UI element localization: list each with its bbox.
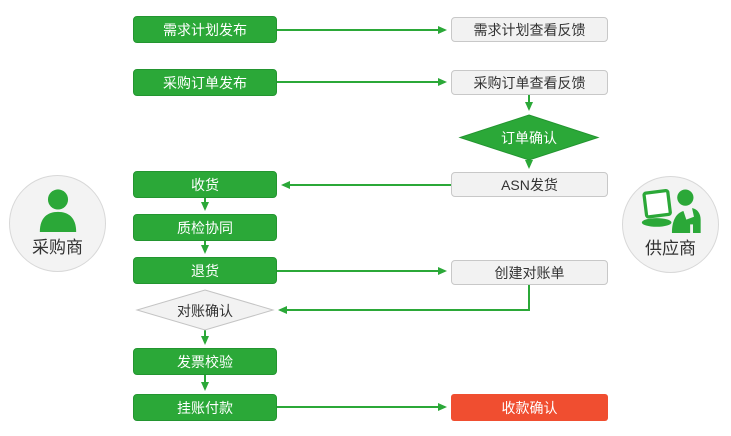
arrow-statement-to-confirm-elbow [278,285,530,314]
node-payment: 挂账付款 [133,394,277,421]
purchaser-label: 采购商 [32,238,83,257]
node-return-goods: 退货 [133,257,277,284]
statement-confirm-diamond [135,289,275,331]
node-demand-plan-feedback: 需求计划查看反馈 [451,17,608,42]
node-quality-collab: 质检协同 [133,214,277,241]
node-po-publish: 采购订单发布 [133,69,277,96]
person-laptop-icon [641,189,701,233]
node-po-feedback: 采购订单查看反馈 [451,70,608,95]
supplier-badge: 供应商 [622,176,719,273]
order-confirm-diamond [458,114,600,161]
purchaser-badge: 采购商 [9,175,106,272]
person-icon [39,189,76,232]
supplier-label: 供应商 [645,239,696,258]
node-invoice-check: 发票校验 [133,348,277,375]
node-receive: 收货 [133,171,277,198]
node-create-statement: 创建对账单 [451,260,608,285]
node-asn-ship: ASN发货 [451,172,608,197]
node-receipt-confirm: 收款确认 [451,394,608,421]
node-demand-plan-publish: 需求计划发布 [133,16,277,43]
